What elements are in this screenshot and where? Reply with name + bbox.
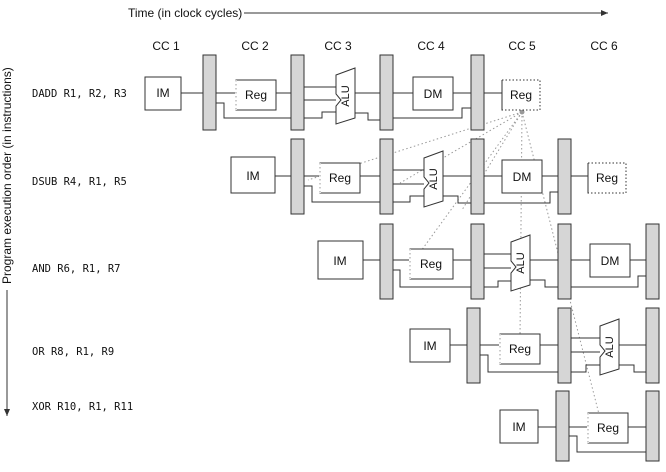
connector [304,86,336,119]
connector [393,269,471,288]
cc-label: CC 3 [324,39,352,53]
forward-line [412,111,523,263]
reg-box [587,412,629,444]
pipeline-latch [466,307,481,384]
reg-label: Reg [596,171,618,185]
cc-label: CC 4 [417,39,445,53]
im-label: IM [512,420,525,434]
time-axis-label: Time (in clock cycles) [128,6,242,20]
pipeline-latch [470,138,485,215]
pipeline-latch [379,54,394,131]
reg-label: Reg [420,257,442,271]
reg-box [409,248,454,280]
forward-line [519,111,523,339]
im-box [230,156,276,194]
alu-label: ALU [515,252,527,273]
im-label: IM [333,254,346,268]
reg-box [235,79,277,111]
instruction-label: DSUB R4, R1, R5 [32,176,127,188]
pipeline-latch [470,223,485,300]
cc-label: CC 2 [241,39,269,53]
instruction-label: OR R8, R1, R9 [32,346,114,358]
pipeline-row-and: IM Reg ALU DM [317,223,660,300]
alu-shape [510,234,531,292]
pipeline-row-or: IM Reg ALU [409,307,660,384]
reg-label: Reg [597,421,619,435]
pipeline-latch [202,54,217,131]
connector [443,175,471,204]
connector [393,169,424,203]
connector [571,337,600,373]
connector [304,185,380,203]
pipeline-latch [555,390,570,462]
instruction-labels: DADD R1, R2, R3 DSUB R4, R1, R5 AND R6, … [32,88,133,413]
connector [571,259,646,288]
alu-shape [599,318,620,376]
reg-label: Reg [509,342,531,356]
forward-line [461,111,523,211]
cc-label: CC 6 [590,39,618,53]
cc-label: CC 1 [152,39,180,53]
connector [484,175,558,204]
pipeline-latch [379,223,394,300]
im-box [317,240,364,280]
pipeline-latch [645,307,660,384]
order-axis-label: Program execution order (in instructions… [0,67,14,284]
pipeline-latch [290,54,305,131]
pipeline-latch [290,138,305,215]
alu-label: ALU [604,336,616,357]
im-label: IM [246,169,259,183]
clock-cycle-headers: CC 1 CC 2 CC 3 CC 4 CC 5 CC 6 [152,39,618,53]
reg-label: Reg [245,88,267,102]
alu-label: ALU [340,85,352,106]
instruction-label: XOR R10, R1, R11 [32,401,133,413]
instruction-label: DADD R1, R2, R3 [32,88,127,100]
im-label: IM [423,339,436,353]
pipeline-row-xor: IM Reg [499,390,660,462]
cc-label: CC 5 [508,39,536,53]
dm-box [589,243,631,278]
dm-label: DM [424,87,443,101]
pipeline-row-dadd: IM Reg ALU DM Reg [144,54,541,131]
reg-box [587,162,627,194]
instruction-label: AND R6, R1, R7 [32,263,121,275]
connector [619,344,646,373]
connector [480,354,558,373]
pipeline-latch [557,138,572,215]
pipeline-latch [645,390,660,462]
connector [530,259,558,288]
pipeline-latch [645,223,660,300]
dm-box [412,76,454,111]
pipeline-latch [557,223,572,300]
pipeline-latch [557,307,572,384]
im-box [144,76,182,111]
forwarding-paths [307,109,603,427]
dm-label: DM [601,254,620,268]
pipeline-latch [470,54,485,131]
connector [484,253,511,288]
reg-box [501,79,541,111]
reg-box [499,333,541,365]
pipeline-row-dsub: IM Reg ALU DM Reg [230,138,627,215]
alu-shape [423,150,444,208]
im-box [499,409,539,444]
connector [569,435,646,453]
alu-shape [335,67,356,125]
reg-label: Reg [510,88,532,102]
forward-source-dot [519,109,525,115]
connector [393,92,471,119]
reg-label: Reg [329,171,351,185]
connector [355,92,380,121]
forward-line [307,111,523,181]
pipeline-latch [379,138,394,215]
alu-label: ALU [428,168,440,189]
im-label: IM [156,86,169,100]
dm-label: DM [513,170,532,184]
dm-box [501,159,543,194]
connector [216,102,291,119]
